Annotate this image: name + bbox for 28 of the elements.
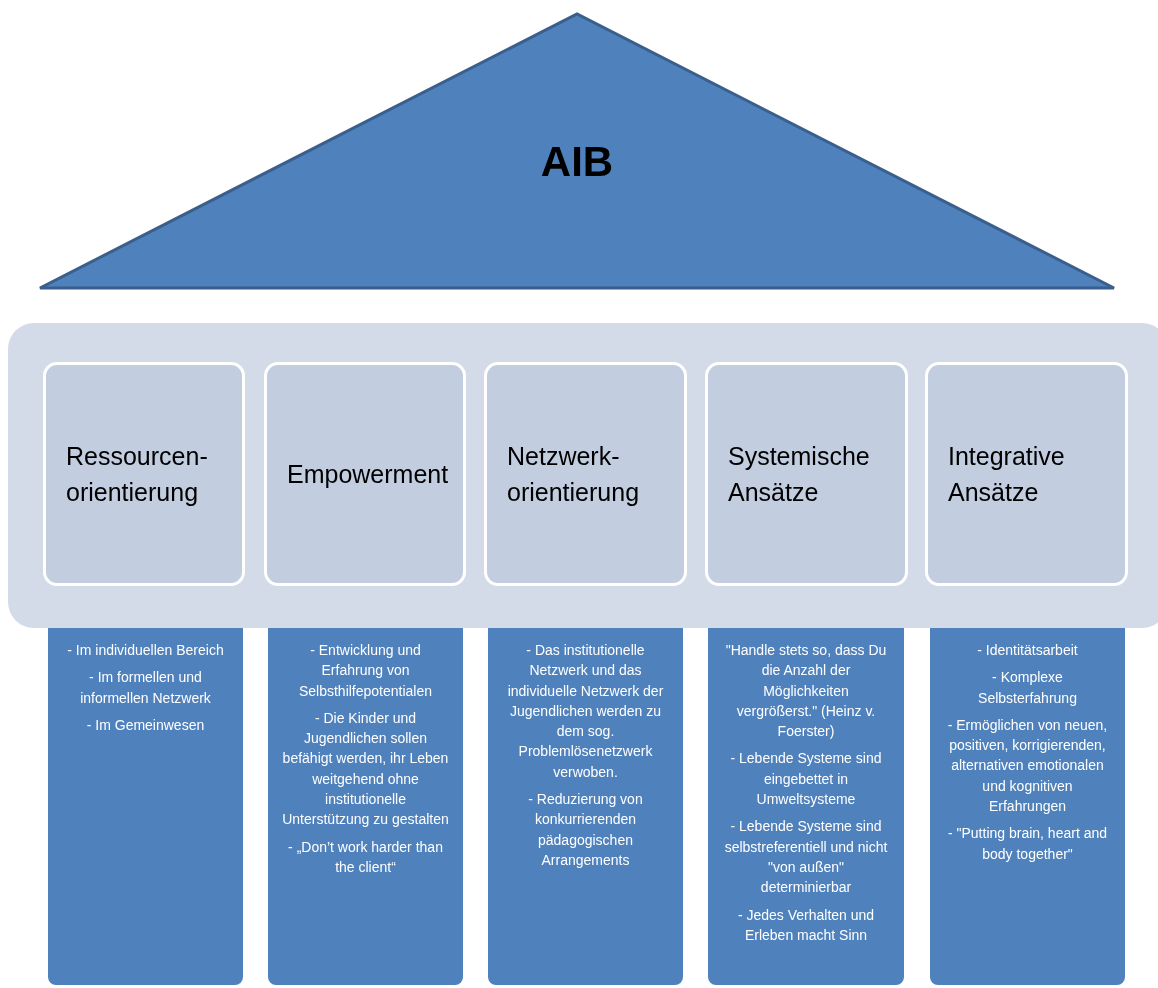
column-text: - Die Kinder und Jugendlichen sollen befähigt werden, ihr Leben weitgehend ohne institutionelle Unterstützung zu gestalten [282, 708, 449, 830]
column-text: - Lebende Systeme sind selbstreferentiell und nicht "von außen" determinierbar [723, 817, 889, 898]
column-text: - Komplexe Selbsterfahrung [977, 668, 1078, 708]
pillar-box: Empowerment [264, 362, 466, 586]
column-text: - Das institutionelle Netzwerk und das individuelle Netzwerk der Jugendlichen werden zu dem sog. Problemlösenetzwerk verwoben. [506, 641, 665, 782]
column-text: - Im Gemeinwesen [85, 715, 206, 735]
column-box [930, 628, 1125, 985]
band-background [8, 323, 1158, 628]
pillar-box: Ressourcen- orientierung [43, 362, 245, 586]
column-text: - Reduzierung von konkurrierenden pädagogischen Arrangements [527, 790, 644, 870]
column-text: - Entwicklung und Erfahrung von Selbsthilfepotentialen [297, 641, 434, 701]
column-text: - Im formellen und informellen Netzwerk [79, 668, 212, 708]
roof-title: AIB [540, 138, 614, 186]
column-text: - Identitätsarbeit [976, 641, 1079, 660]
pillar-box: Integrative Ansätze [925, 362, 1128, 586]
column-text: - Im individuellen Bereich [66, 641, 225, 660]
column-text: - „Don’t work harder than the client“ [287, 837, 444, 877]
pillar-box: Netzwerk- orientierung [484, 362, 687, 586]
pillar-box: Systemische Ansätze [705, 362, 908, 586]
column-text: - Ermöglichen von neuen, positiven, korrigierenden, alternativen emotionalen und kognitiven Erfahrungen [946, 715, 1109, 817]
column-box [48, 628, 243, 985]
column-text: - Jedes Verhalten und Erleben macht Sinn [736, 905, 876, 945]
column-text: - "Putting brain, heart and body together" [946, 824, 1109, 864]
column-box [268, 628, 463, 985]
column-text: "Handle stets so, dass Du die Anzahl der Möglichkeiten vergrößerst." (Heinz v. Foerster) [724, 641, 888, 742]
column-text: - Lebende Systeme sind eingebettet in Umweltsysteme [729, 749, 883, 810]
column-box [488, 628, 683, 985]
column-box [708, 628, 904, 985]
